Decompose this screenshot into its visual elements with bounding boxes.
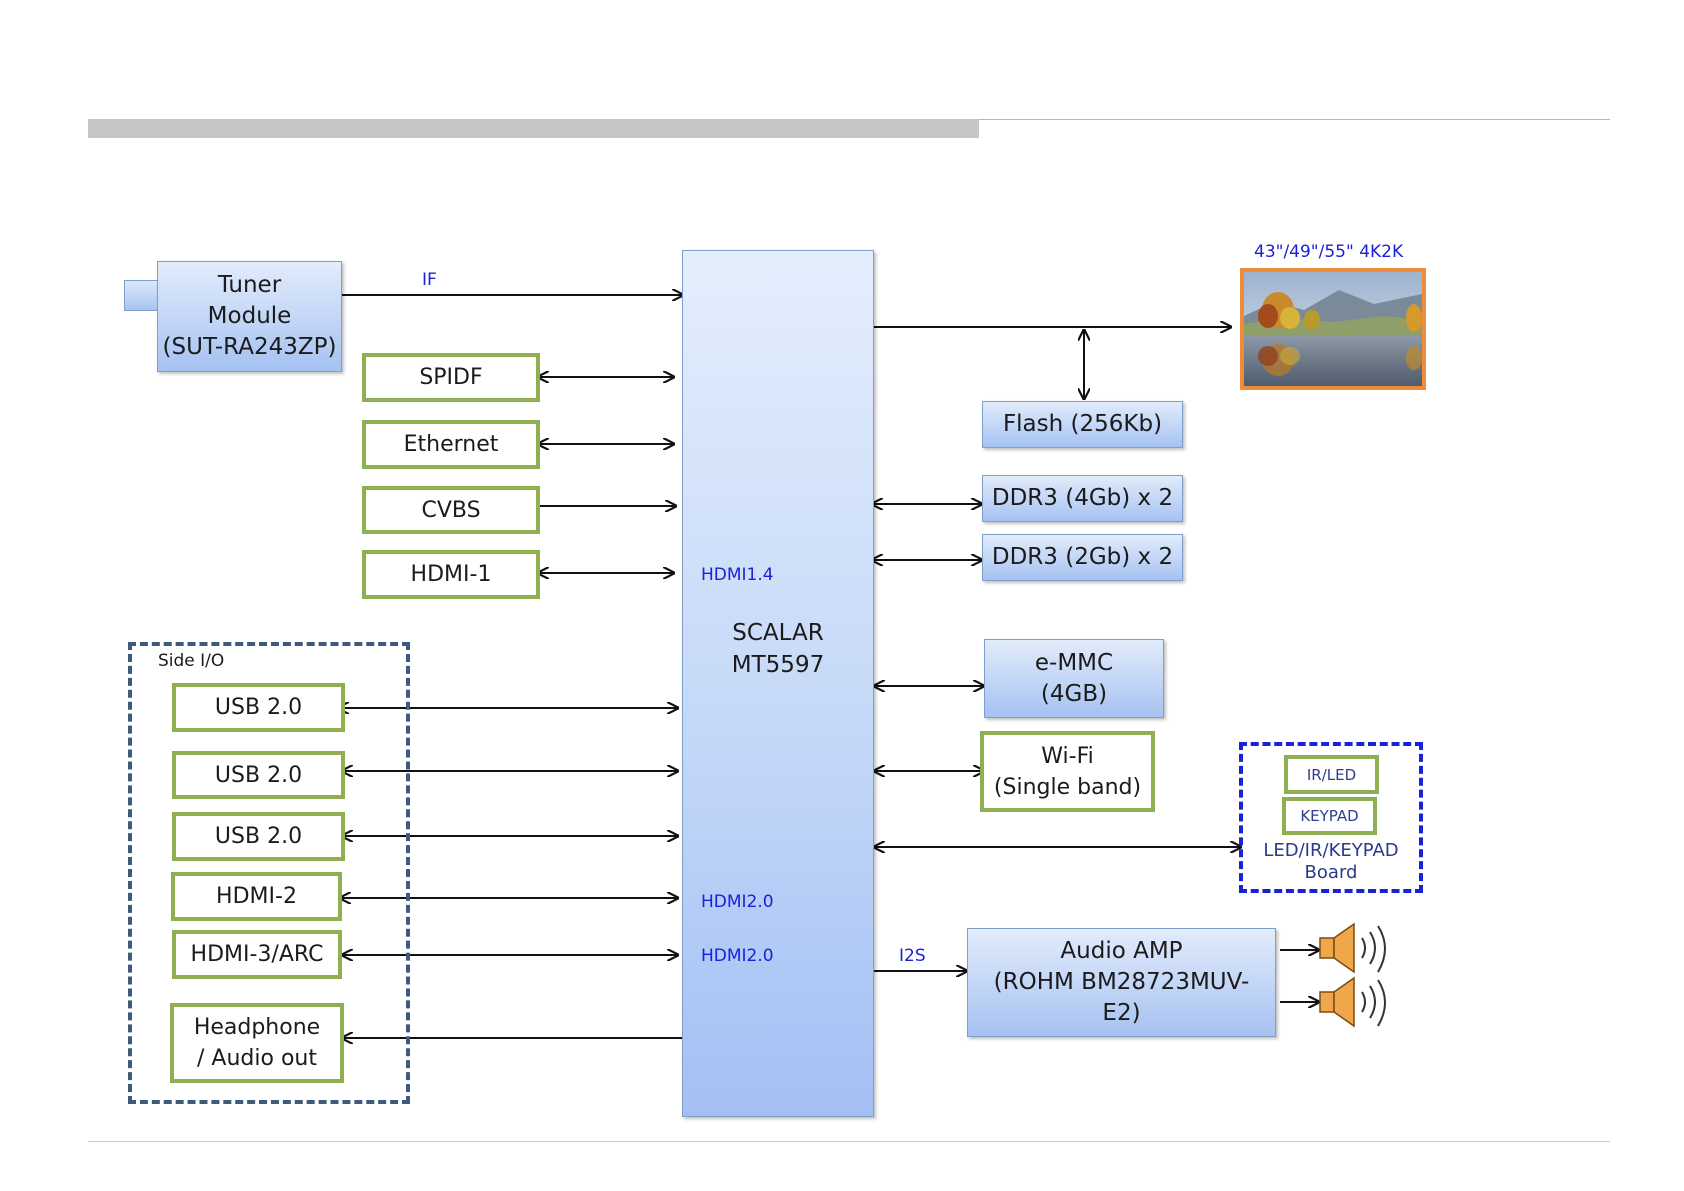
speaker-icon: [1319, 922, 1386, 974]
usb3-port: USB 2.0: [172, 812, 345, 861]
led-ir-keypad-board: [1239, 742, 1423, 893]
header-bar: [88, 119, 979, 138]
landscape-image: [1244, 272, 1422, 386]
ddr3-2gb-label: DDR3 (2Gb) x 2: [991, 544, 1174, 570]
cvbs-port: CVBS: [362, 486, 540, 534]
scalar-label: SCALAR MT5597: [731, 620, 825, 678]
header-rule: [979, 119, 1610, 120]
tuner-module-block: Tuner Module (SUT-RA243ZP): [157, 261, 342, 372]
hdmi20-signal-label-a: HDMI2.0: [701, 892, 774, 912]
cvbs-label: CVBS: [421, 497, 481, 523]
i2s-signal-label: I2S: [899, 946, 926, 966]
hdmi3-arc-port: HDMI-3/ARC: [172, 930, 342, 979]
wifi-label: Wi-Fi (Single band): [993, 743, 1142, 800]
keypad-block: KEYPAD: [1282, 797, 1377, 835]
keypad-label: KEYPAD: [1300, 807, 1359, 825]
hdmi14-signal-label: HDMI1.4: [701, 565, 774, 585]
side-io-group: [128, 642, 410, 1104]
hdmi1-label: HDMI-1: [410, 562, 492, 587]
audio-amp-label: Audio AMP (ROHM BM28723MUV- E2): [993, 938, 1250, 1026]
ddr3-2gb-block: DDR3 (2Gb) x 2: [982, 534, 1183, 581]
flash-label: Flash (256Kb): [1002, 411, 1163, 437]
ir-led-block: IR/LED: [1284, 755, 1379, 794]
usb3-label: USB 2.0: [214, 824, 303, 849]
flash-block: Flash (256Kb): [982, 401, 1183, 448]
speaker-icon: [1319, 976, 1386, 1028]
usb1-label: USB 2.0: [214, 695, 303, 720]
hdmi2-label: HDMI-2: [216, 884, 297, 909]
panel-display: [1240, 268, 1426, 390]
hdmi2-port: HDMI-2: [171, 872, 342, 921]
hdmi1-port: HDMI-1: [362, 550, 540, 599]
ethernet-label: Ethernet: [403, 432, 499, 457]
footer-rule: [88, 1141, 1610, 1142]
side-io-title: Side I/O: [158, 651, 225, 671]
usb2-port: USB 2.0: [172, 751, 345, 799]
led-board-label: LED/IR/KEYPAD Board: [1263, 840, 1399, 883]
audio-amp-block: Audio AMP (ROHM BM28723MUV- E2): [967, 928, 1276, 1037]
emmc-block: e-MMC (4GB): [984, 639, 1164, 718]
spidf-label: SPIDF: [419, 365, 483, 390]
headphone-label: Headphone / Audio out: [193, 1015, 321, 1071]
if-signal-label: IF: [422, 270, 437, 290]
scalar-chip-block: [682, 250, 874, 1117]
ddr3-4gb-block: DDR3 (4Gb) x 2: [982, 475, 1183, 522]
panel-label: 43"/49"/55" 4K2K: [1254, 242, 1404, 262]
ddr3-4gb-label: DDR3 (4Gb) x 2: [991, 485, 1174, 511]
ir-led-label: IR/LED: [1306, 765, 1357, 784]
ethernet-port: Ethernet: [362, 420, 540, 469]
hdmi20-signal-label-b: HDMI2.0: [701, 946, 774, 966]
tuner-label: Tuner Module (SUT-RA243ZP): [162, 272, 337, 360]
hdmi3-label: HDMI-3/ARC: [190, 942, 324, 967]
usb2-label: USB 2.0: [214, 762, 303, 788]
wifi-module: Wi-Fi (Single band): [980, 731, 1155, 812]
usb1-port: USB 2.0: [172, 683, 345, 732]
headphone-port: Headphone / Audio out: [170, 1003, 344, 1083]
emmc-label: e-MMC (4GB): [1034, 649, 1114, 707]
tuner-connector: [124, 280, 158, 311]
spidf-port: SPIDF: [362, 353, 540, 402]
